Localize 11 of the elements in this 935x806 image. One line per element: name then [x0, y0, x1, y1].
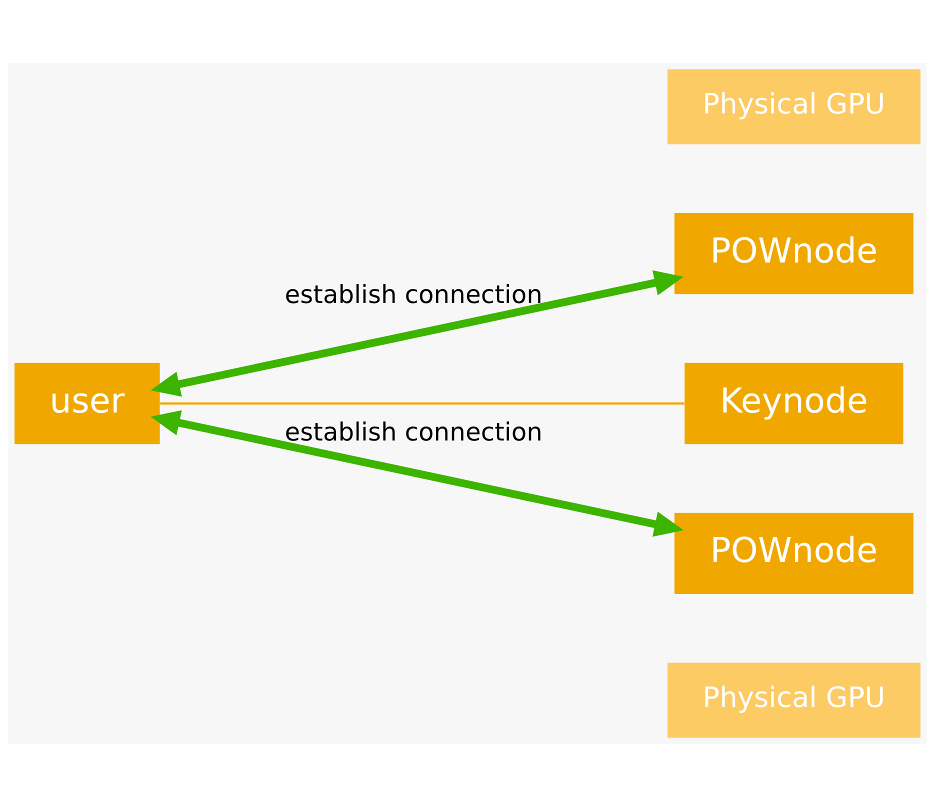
- edge-label: establish connection: [284, 417, 542, 446]
- connector: [160, 402, 684, 404]
- node-box: user: [14, 362, 160, 444]
- node-box: POWnode: [674, 212, 914, 294]
- node-box: POWnode: [674, 512, 914, 594]
- node-box: Physical GPU: [667, 68, 920, 144]
- arrow: [150, 410, 684, 536]
- node-box: Keynode: [684, 362, 904, 444]
- node-box: Physical GPU: [667, 662, 920, 738]
- edge-label: establish connection: [284, 280, 542, 309]
- arrow: [150, 270, 684, 396]
